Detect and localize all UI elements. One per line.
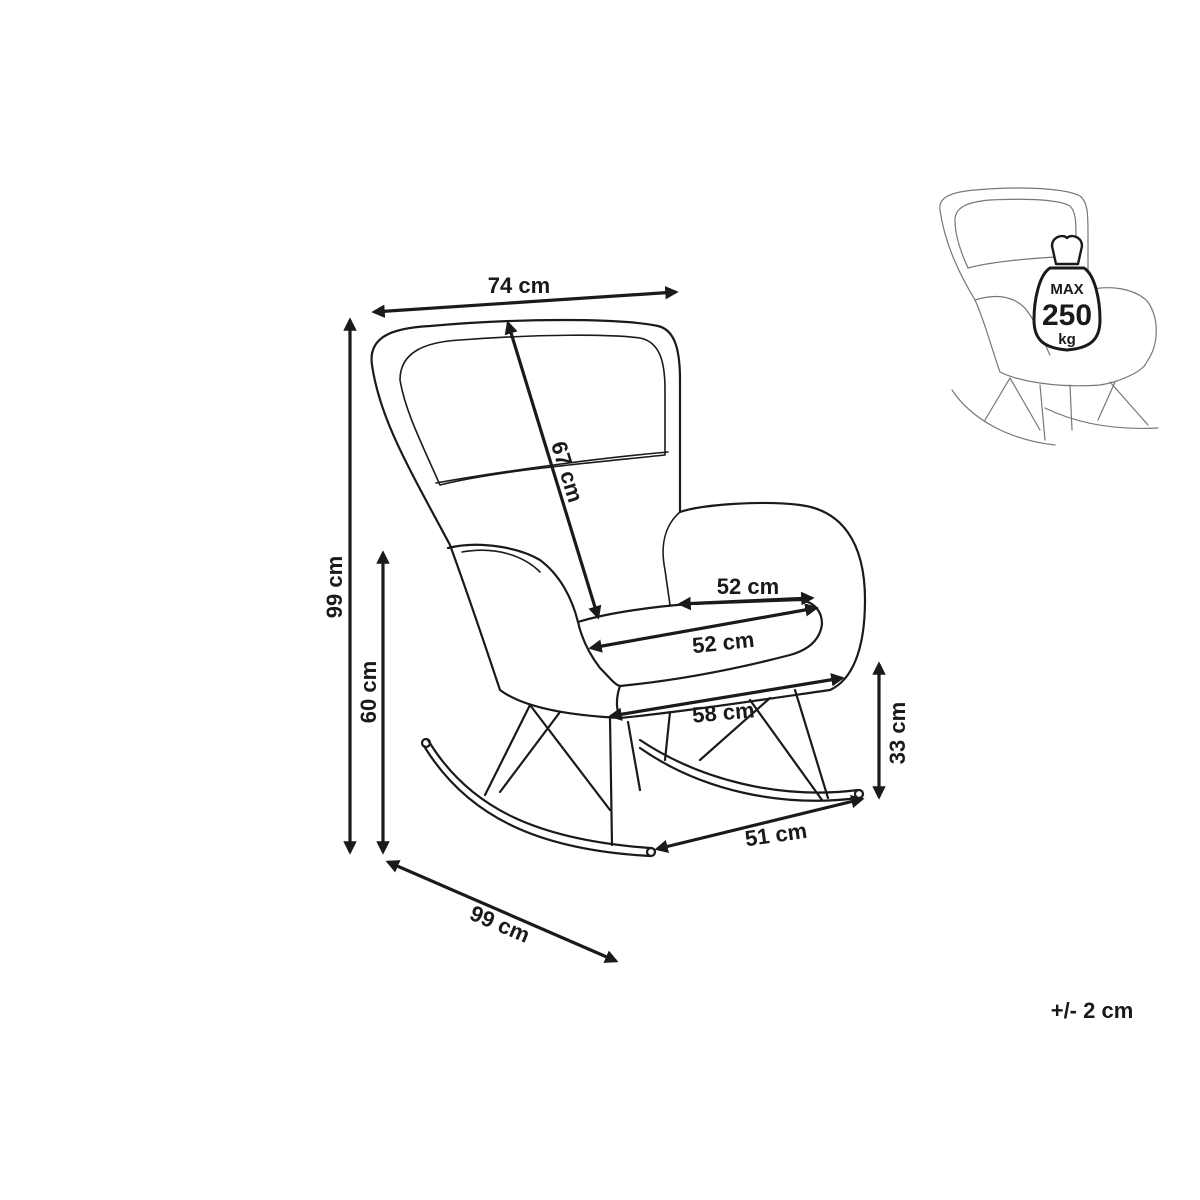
thumb-back-inner bbox=[954, 198, 1077, 269]
label-seat-width: 52 cm bbox=[691, 627, 756, 658]
left-rocker-inner bbox=[422, 744, 652, 858]
thumb-back bbox=[939, 187, 1157, 366]
label-rocker-base: 51 cm bbox=[743, 818, 808, 851]
chair-drawing bbox=[370, 318, 867, 858]
thumb-rocker-right bbox=[1044, 407, 1159, 429]
chair-back-outer bbox=[370, 318, 867, 692]
weight-body bbox=[1032, 266, 1102, 352]
arrow-seat-depth bbox=[677, 591, 815, 611]
chair-back-inner bbox=[399, 334, 666, 486]
left-rocker-cap-front bbox=[645, 846, 657, 858]
label-height: 99 cm bbox=[322, 556, 347, 618]
chair-right-arm bbox=[662, 511, 681, 606]
dimension-labels: 74 cm 99 cm 60 cm 67 cm 52 cm 52 cm 58 c… bbox=[322, 273, 1133, 1023]
chair-left-edge bbox=[370, 363, 622, 720]
right-rocker bbox=[638, 738, 860, 794]
chair-legs bbox=[483, 688, 830, 847]
arrow-leg-span bbox=[608, 673, 845, 721]
label-seat-height: 60 cm bbox=[356, 661, 381, 723]
left-rocker-cap-back bbox=[420, 737, 432, 749]
capacity-max-label: MAX bbox=[1050, 281, 1083, 298]
label-leg-span: 58 cm bbox=[691, 697, 755, 727]
thumbnail-chair bbox=[939, 187, 1159, 446]
capacity-value: 250 bbox=[1042, 299, 1092, 332]
right-rocker-cap-front bbox=[853, 788, 865, 800]
label-depth: 99 cm bbox=[466, 900, 533, 947]
label-width: 74 cm bbox=[488, 273, 550, 298]
thumb-rocker-left bbox=[951, 389, 1056, 446]
weight-handle bbox=[1050, 234, 1084, 266]
arrow-rocker-base bbox=[654, 795, 865, 853]
capacity-unit: kg bbox=[1058, 331, 1076, 348]
left-rocker bbox=[426, 738, 652, 850]
dimension-arrows bbox=[343, 286, 886, 963]
label-rocker-height: 33 cm bbox=[885, 702, 910, 764]
arrow-width bbox=[371, 286, 679, 318]
weight-capacity-icon: MAX 250 kg bbox=[1032, 234, 1102, 352]
label-seat-depth: 52 cm bbox=[717, 574, 779, 599]
arrow-depth bbox=[385, 860, 619, 963]
thumb-body bbox=[939, 209, 1146, 387]
thumb-legs bbox=[984, 377, 1149, 441]
arrow-seat-width bbox=[588, 603, 819, 653]
arrow-backrest bbox=[504, 320, 602, 620]
tolerance-note: +/- 2 cm bbox=[1051, 998, 1134, 1023]
